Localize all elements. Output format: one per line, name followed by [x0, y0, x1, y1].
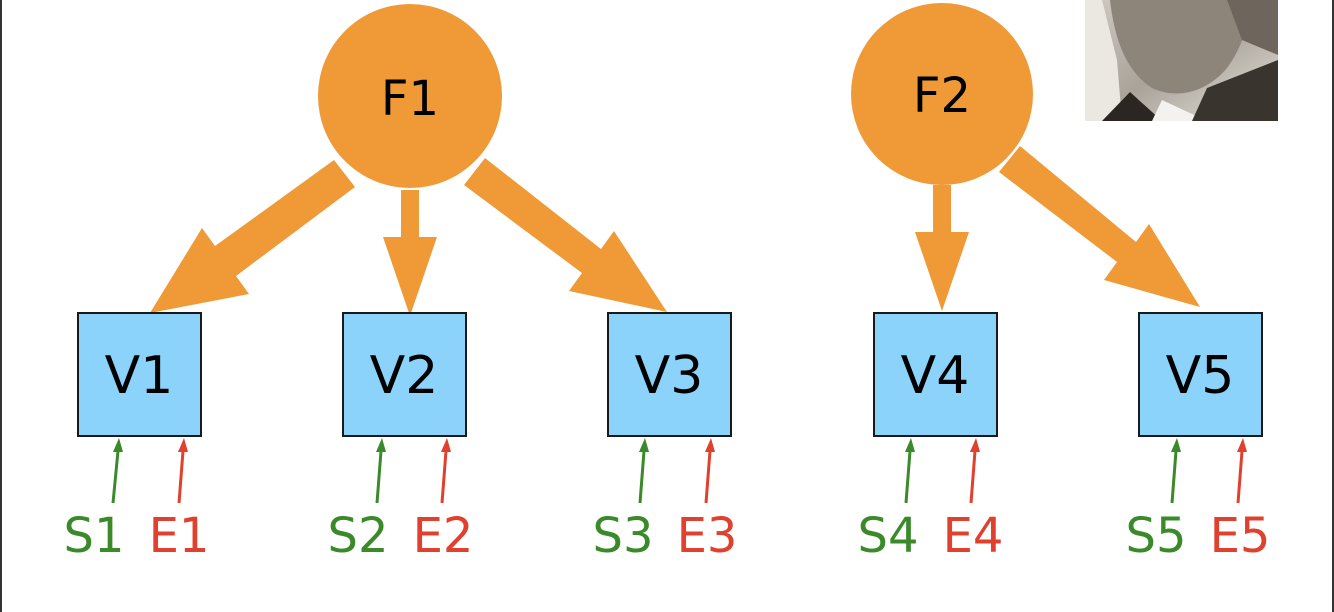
variable-label: V3 — [635, 346, 704, 406]
factor-label: F2 — [913, 68, 971, 124]
arrow-s1-v1 — [111, 438, 123, 504]
error-label: E2 — [413, 508, 474, 564]
arrow-f1-v2 — [383, 190, 437, 316]
factor-node — [318, 4, 502, 188]
specific-label: S5 — [1125, 508, 1186, 564]
variable-label: V5 — [1166, 346, 1235, 406]
variable-box — [342, 312, 467, 437]
arrow-f1-v1 — [150, 160, 355, 313]
factor-node — [851, 3, 1033, 185]
specific-arrows — [111, 438, 1181, 504]
variable-label: V4 — [901, 346, 970, 406]
variable-box — [77, 312, 202, 437]
arrow-e3-v3 — [704, 438, 715, 504]
error-label: E5 — [1210, 508, 1271, 564]
variable-v4: V4 — [873, 312, 998, 437]
variable-label: V2 — [370, 346, 439, 406]
arrow-f2-v4 — [915, 185, 969, 311]
arrow-e5-v5 — [1236, 438, 1247, 504]
specific-label: S4 — [857, 508, 918, 564]
variable-box — [607, 312, 732, 437]
arrow-s3-v3 — [638, 438, 649, 504]
variable-v3: V3 — [607, 312, 732, 437]
arrow-e1-v1 — [177, 438, 188, 504]
arrow-e2-v2 — [440, 438, 451, 504]
error-arrows — [177, 438, 1247, 504]
specific-label: S1 — [63, 508, 124, 564]
arrow-e4-v4 — [969, 438, 980, 504]
specific-labels: S1 S2 S3 S4 S5 — [63, 508, 1186, 564]
variable-v1: V1 — [77, 312, 202, 437]
factor-loading-arrows — [150, 146, 1200, 316]
variable-v2: V2 — [342, 312, 467, 437]
factor-label: F1 — [381, 71, 439, 127]
variable-box — [1138, 312, 1263, 437]
error-label: E1 — [149, 508, 210, 564]
error-labels: E1 E2 E3 E4 E5 — [149, 508, 1271, 564]
error-label: E3 — [677, 508, 738, 564]
specific-label: S3 — [592, 508, 653, 564]
arrow-f1-v3 — [464, 158, 667, 312]
variable-box — [873, 312, 998, 437]
factor-f2: F2 — [851, 3, 1033, 185]
error-label: E4 — [943, 508, 1004, 564]
factor-f1: F1 — [318, 4, 502, 188]
portrait-photo — [1085, 0, 1278, 121]
variable-label: V1 — [105, 346, 174, 406]
arrow-s5-v5 — [1170, 438, 1181, 504]
arrow-s2-v2 — [375, 438, 386, 504]
arrow-s4-v4 — [904, 438, 915, 504]
variable-v5: V5 — [1138, 312, 1263, 437]
specific-label: S2 — [327, 508, 388, 564]
arrow-f2-v5 — [999, 146, 1200, 307]
